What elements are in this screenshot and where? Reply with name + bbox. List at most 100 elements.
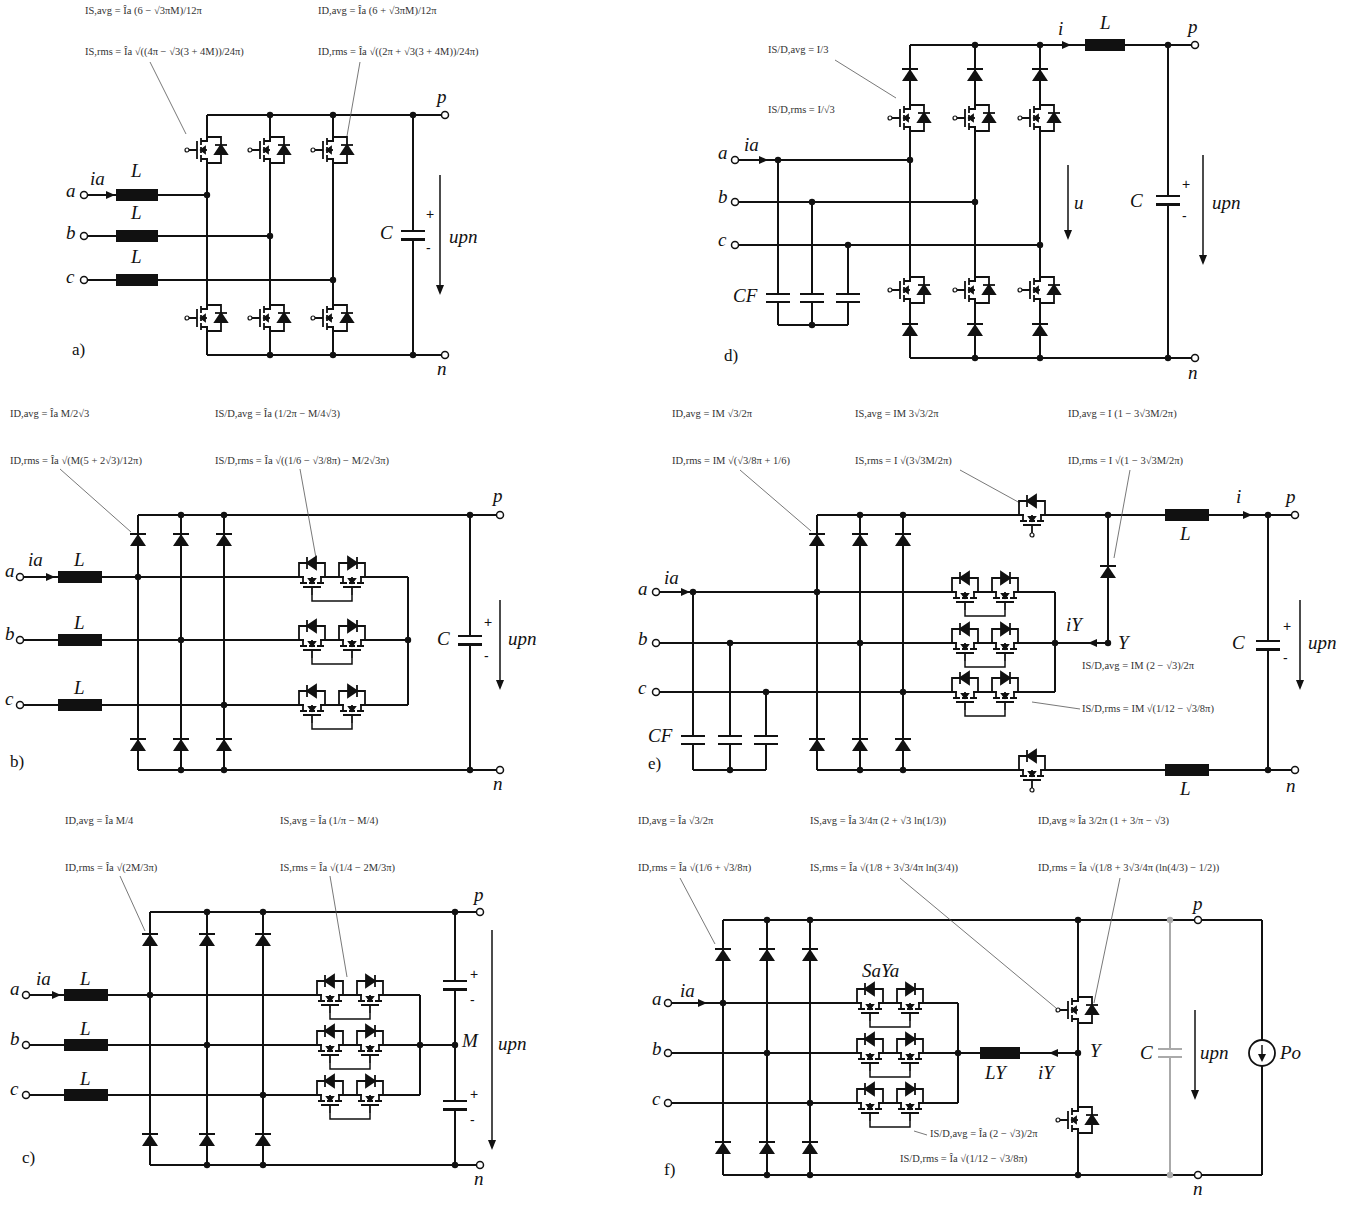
diode-body <box>715 949 731 961</box>
diode-bar <box>199 933 215 935</box>
mosfet-part <box>1001 672 1010 684</box>
inductor-symbol <box>58 571 102 583</box>
capacitor-plate <box>1156 195 1180 197</box>
mosfet-part <box>901 1013 919 1021</box>
subfigure-label: f) <box>664 1160 675 1180</box>
terminal <box>17 702 24 709</box>
wire-gap <box>1255 641 1281 649</box>
junction-dot <box>221 702 227 708</box>
mosfet-part <box>892 281 900 299</box>
mosfet-part <box>904 299 910 310</box>
symbol-label: p <box>1188 16 1198 38</box>
mosfet-part <box>309 642 315 646</box>
mosfet-part <box>303 650 321 658</box>
junction-dot <box>1037 242 1043 248</box>
diode-symbol <box>1032 324 1048 336</box>
inductor-symbol <box>116 230 158 242</box>
junction-dot <box>955 1050 961 1056</box>
mosfet-part <box>292 577 303 583</box>
inductor-symbol <box>1165 764 1209 776</box>
diode-body <box>1100 566 1116 578</box>
gate-link <box>870 1071 910 1077</box>
mosfet-symbol <box>1056 1100 1098 1140</box>
leader-line <box>1094 878 1120 1003</box>
mosfet-part <box>969 299 975 310</box>
diode-bar <box>967 68 983 70</box>
mosfet-part <box>321 1005 339 1013</box>
capacitor-plate <box>401 230 425 232</box>
mosfet-symbol <box>953 270 995 310</box>
inductor-symbol <box>64 1089 108 1101</box>
mosfet-part <box>1072 1100 1078 1111</box>
mosfet-part <box>983 285 995 294</box>
symbol-layer <box>17 39 1305 1179</box>
mosfet-part <box>850 1053 861 1059</box>
wire <box>149 912 151 1165</box>
mosfet-part <box>339 1045 350 1051</box>
arrow-head <box>1258 1054 1266 1062</box>
mosfet-part <box>879 1053 890 1059</box>
diode-body <box>173 739 189 751</box>
mosfet-symbol <box>985 623 1025 661</box>
mosfet-part <box>315 309 323 327</box>
symbol-label: c <box>5 688 13 710</box>
gate-terminal <box>1030 533 1034 537</box>
terminal <box>23 992 30 999</box>
mosfet-part <box>343 715 361 723</box>
capacitor-plate <box>754 735 778 737</box>
capacitor-plate <box>443 1100 467 1102</box>
current-formula: IS,avg = Îa (1/π − M/4) <box>280 815 378 826</box>
gate-terminal <box>888 116 892 120</box>
mosfet-part <box>327 997 333 1001</box>
diode-body <box>809 534 825 546</box>
mosfet-part <box>1002 645 1008 649</box>
diode-body <box>216 739 232 751</box>
symbol-label: n <box>1188 362 1198 384</box>
mosfet-part <box>1034 127 1040 138</box>
terminal <box>497 512 504 519</box>
current-formula: IS/D,avg = Îa (2 − √3)/2π <box>930 1128 1037 1139</box>
capacitor-plate <box>800 293 824 295</box>
voltage-arrow <box>491 930 493 1142</box>
wire <box>138 514 500 516</box>
diode-symbol <box>173 534 189 546</box>
mosfet-symbol <box>985 572 1025 610</box>
diode-body <box>142 1134 158 1146</box>
current-formula: IS/D,rms = Îa √(1/12 − √3/8π) <box>900 1153 1027 1164</box>
inductor-symbol <box>1165 509 1209 521</box>
diode-body <box>902 324 918 336</box>
diode-body <box>902 69 918 81</box>
terminal <box>81 277 88 284</box>
junction-dot <box>1165 42 1171 48</box>
terminal <box>81 192 88 199</box>
mosfet-part <box>374 1075 376 1087</box>
mosfet-part <box>864 983 866 995</box>
junction-dot <box>452 1042 458 1048</box>
mosfet-part <box>1048 285 1060 294</box>
mosfet-part <box>969 127 975 138</box>
diode-body <box>802 1142 818 1154</box>
mosfet-symbol <box>850 1033 890 1071</box>
mosfet-part <box>278 144 290 146</box>
symbol-label: c <box>66 266 74 288</box>
current-formula: IS,avg = Îa 3/4π (2 + √3 ln(1/3)) <box>810 815 946 826</box>
polarity-sign: - <box>426 240 431 256</box>
mosfet-part <box>996 702 1014 710</box>
polarity-sign: + <box>470 966 478 982</box>
gate-terminal <box>248 316 252 320</box>
junction-dot <box>1052 640 1058 646</box>
diode-symbol <box>759 1142 775 1154</box>
wire <box>910 357 1195 359</box>
mosfet-part <box>264 147 268 153</box>
mosfet-part <box>264 315 268 321</box>
inductor-symbol <box>64 1039 108 1051</box>
wire <box>735 244 1040 246</box>
symbol-label: a <box>66 180 76 202</box>
mosfet-part <box>374 975 376 987</box>
wire-gap <box>400 231 426 239</box>
mosfet-part <box>985 692 996 698</box>
diode-body <box>895 739 911 751</box>
symbol-label: a <box>5 560 15 582</box>
leader-line <box>740 470 811 531</box>
